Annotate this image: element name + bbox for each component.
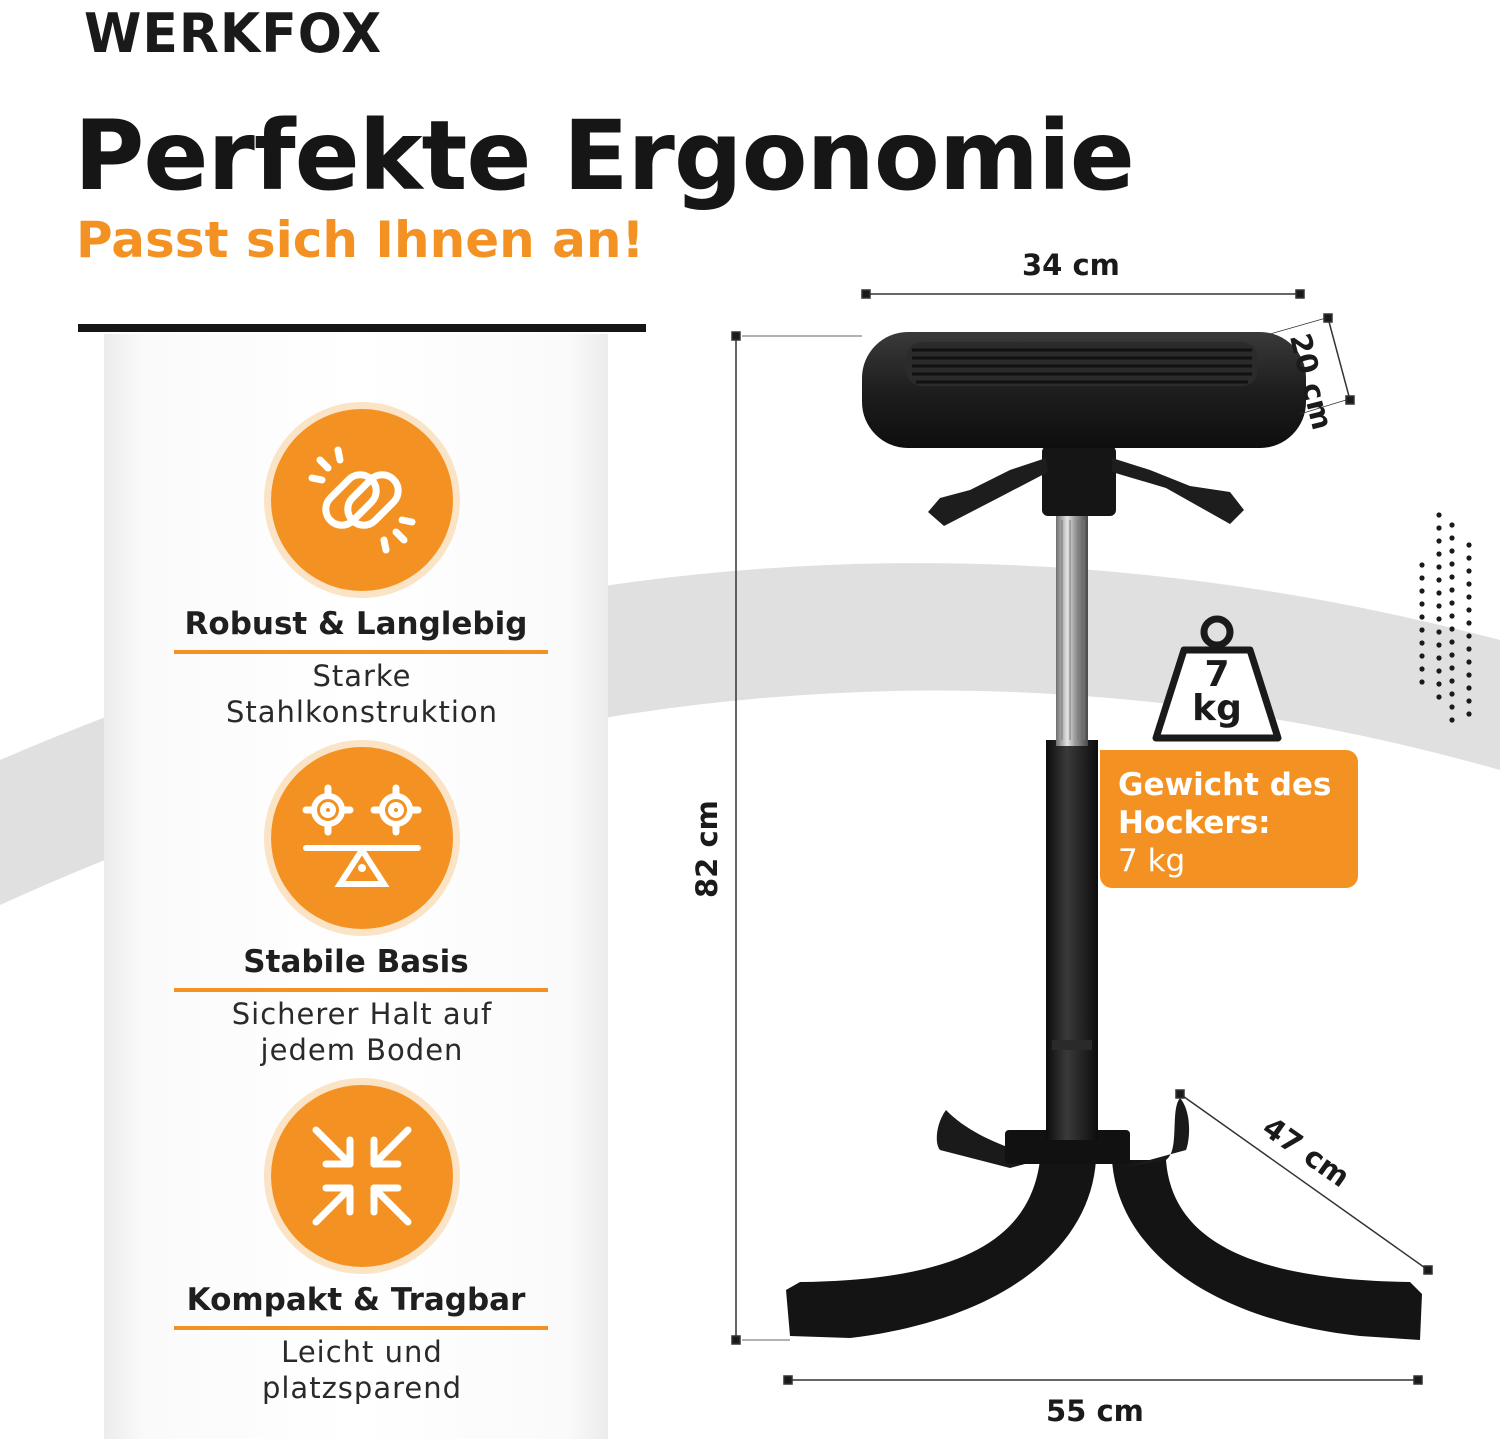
feature-desc-line: Sicherer Halt auf bbox=[231, 997, 493, 1031]
decorative-dot bbox=[1449, 613, 1455, 619]
weight-value: 7 kg bbox=[1118, 843, 1186, 879]
dimension-base-width: 55 cm bbox=[1046, 1394, 1144, 1428]
decorative-dot bbox=[1449, 652, 1455, 658]
decorative-dot bbox=[1436, 564, 1442, 570]
decorative-dot bbox=[1466, 581, 1472, 587]
feature-desc-line: jedem Boden bbox=[260, 1033, 464, 1067]
decorative-dot bbox=[1466, 607, 1472, 613]
decorative-dot bbox=[1419, 653, 1425, 659]
decorative-dot bbox=[1449, 522, 1455, 528]
decorative-dots bbox=[1419, 512, 1472, 723]
decorative-dot bbox=[1449, 639, 1455, 645]
brand-logo: WERKFOX bbox=[84, 2, 383, 66]
weight-label-line: Gewicht des bbox=[1118, 767, 1332, 803]
weight-icon-number: 7 bbox=[1204, 654, 1230, 695]
decorative-dot bbox=[1436, 551, 1442, 557]
decorative-dot bbox=[1449, 626, 1455, 632]
decorative-dot bbox=[1466, 542, 1472, 548]
decorative-dot bbox=[1466, 633, 1472, 639]
decorative-dot bbox=[1466, 594, 1472, 600]
chain-link-icon bbox=[264, 402, 460, 598]
feature-title-stabile: Stabile Basis bbox=[243, 944, 469, 980]
decorative-dot bbox=[1436, 681, 1442, 687]
page-title: Perfekte Ergonomie bbox=[74, 100, 1135, 212]
feature-desc-line: Stahlkonstruktion bbox=[226, 695, 498, 729]
decorative-dot bbox=[1436, 629, 1442, 635]
decorative-dot bbox=[1449, 561, 1455, 567]
decorative-dot bbox=[1419, 562, 1425, 568]
decorative-dot bbox=[1449, 535, 1455, 541]
feature-underline bbox=[174, 988, 548, 992]
decorative-dot bbox=[1466, 659, 1472, 665]
decorative-dot bbox=[1449, 587, 1455, 593]
decorative-dot bbox=[1466, 555, 1472, 561]
decorative-dot bbox=[1419, 627, 1425, 633]
feature-desc-line: Starke bbox=[312, 659, 412, 693]
feature-desc-line: Leicht und bbox=[281, 1335, 443, 1369]
decorative-dot bbox=[1449, 678, 1455, 684]
decorative-dot bbox=[1449, 691, 1455, 697]
decorative-dot bbox=[1466, 698, 1472, 704]
decorative-dot bbox=[1466, 646, 1472, 652]
decorative-dot bbox=[1436, 603, 1442, 609]
decorative-dot bbox=[1436, 525, 1442, 531]
weight-label-line: Hockers: bbox=[1118, 805, 1271, 841]
decorative-dot bbox=[1419, 640, 1425, 646]
decorative-dot bbox=[1436, 512, 1442, 518]
decorative-dot bbox=[1419, 575, 1425, 581]
feature-underline bbox=[174, 650, 548, 654]
feature-underline bbox=[174, 1326, 548, 1330]
feature-title-kompakt: Kompakt & Tragbar bbox=[186, 1282, 526, 1318]
title-divider bbox=[78, 324, 646, 332]
decorative-dot bbox=[1466, 620, 1472, 626]
decorative-dot bbox=[1436, 694, 1442, 700]
feature-desc-line: platzsparend bbox=[261, 1371, 463, 1405]
decorative-dot bbox=[1449, 548, 1455, 554]
decorative-dot bbox=[1419, 601, 1425, 607]
dimension-seat-width: 34 cm bbox=[1022, 248, 1120, 282]
dimension-height: 82 cm bbox=[690, 800, 724, 898]
page-subtitle: Passt sich Ihnen an! bbox=[76, 211, 645, 269]
decorative-dot bbox=[1449, 574, 1455, 580]
decorative-dot bbox=[1419, 614, 1425, 620]
decorative-dot bbox=[1436, 616, 1442, 622]
weight-icon-unit: kg bbox=[1192, 688, 1242, 729]
decorative-dot bbox=[1449, 704, 1455, 710]
compress-arrows-icon bbox=[264, 1078, 460, 1274]
decorative-dot bbox=[1466, 685, 1472, 691]
decorative-dot bbox=[1419, 679, 1425, 685]
decorative-dot bbox=[1449, 717, 1455, 723]
decorative-dot bbox=[1436, 538, 1442, 544]
decorative-dot bbox=[1436, 577, 1442, 583]
decorative-dot bbox=[1436, 668, 1442, 674]
weight-label-box bbox=[1100, 750, 1358, 888]
decorative-dot bbox=[1466, 568, 1472, 574]
decorative-dot bbox=[1419, 666, 1425, 672]
decorative-dot bbox=[1466, 711, 1472, 717]
weight-icon bbox=[1152, 615, 1282, 742]
feature-title-robust: Robust & Langlebig bbox=[184, 606, 528, 642]
gears-balance-icon bbox=[264, 740, 460, 936]
decorative-dot bbox=[1449, 600, 1455, 606]
decorative-dot bbox=[1436, 655, 1442, 661]
decorative-dot bbox=[1436, 590, 1442, 596]
decorative-dot bbox=[1436, 642, 1442, 648]
decorative-dot bbox=[1466, 672, 1472, 678]
decorative-dot bbox=[1419, 588, 1425, 594]
decorative-dot bbox=[1449, 665, 1455, 671]
